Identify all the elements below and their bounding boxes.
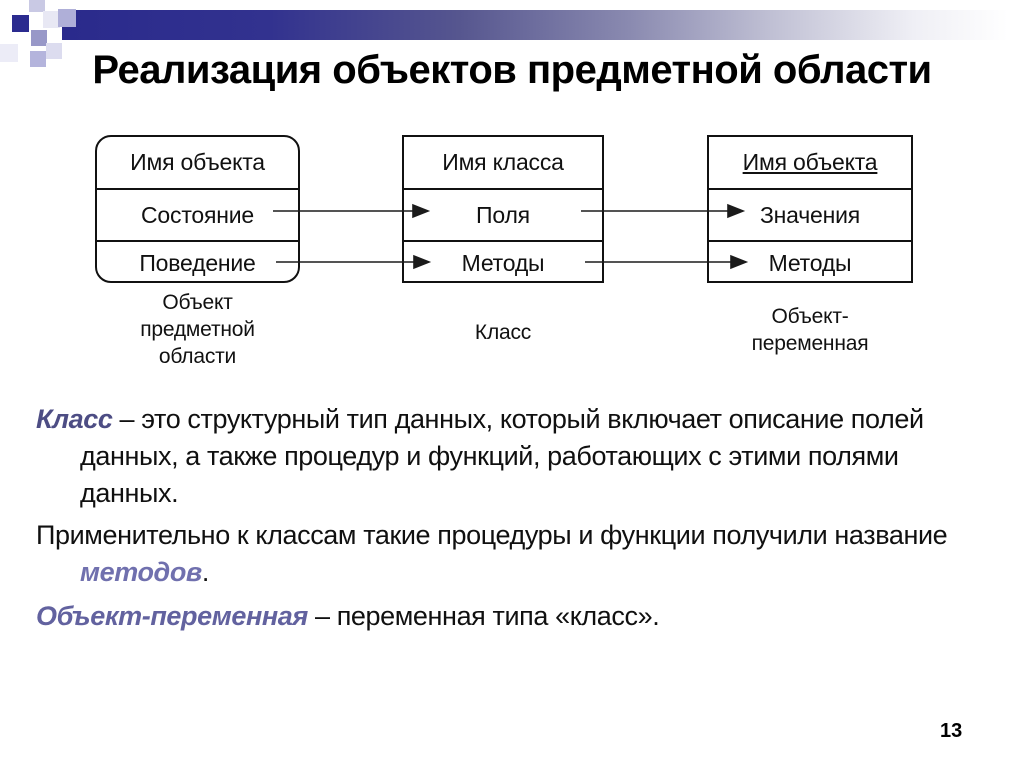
decor-square [12, 15, 29, 32]
paragraph-class-definition: Класс – это структурный тип данных, кото… [36, 401, 966, 512]
term-object-variable: Объект-переменная [36, 601, 308, 631]
caption-line: Объект- [771, 305, 849, 328]
caption-line: предметной [140, 318, 255, 341]
term-methods: методов [80, 557, 202, 587]
box-class: Имя класса Поля Методы [402, 135, 604, 283]
box-object-variable: Имя объекта Значения Методы [707, 135, 913, 283]
paragraph-object-variable: Объект-переменная – переменная типа «кла… [36, 598, 966, 635]
box-row-object-name: Имя объекта [130, 149, 265, 175]
box-domain-object: Имя объекта Состояние Поведение [95, 135, 300, 283]
caption-line: переменная [751, 332, 869, 355]
decor-square [43, 11, 60, 28]
paragraph-text: – это структурный тип данных, который вк… [80, 404, 924, 508]
decor-square [58, 9, 76, 27]
decor-square [46, 43, 62, 59]
box-row-behavior: Поведение [97, 240, 298, 285]
caption-domain-object: Объект предметной области [95, 289, 300, 370]
paragraph-text: Применительно к классам такие процедуры … [36, 520, 948, 550]
decor-square [29, 0, 45, 12]
box-row-state: Состояние [97, 188, 298, 240]
term-class: Класс [36, 404, 113, 434]
decor-square [0, 44, 18, 62]
box-row-object-name-underlined: Имя объекта [742, 149, 878, 175]
paragraph-text: – переменная типа «класс». [307, 601, 660, 631]
page-title: Реализация объектов предметной области [92, 48, 932, 92]
caption-line: Объект [162, 291, 233, 314]
box-row-methods: Методы [709, 240, 911, 285]
caption-class: Класс [402, 319, 604, 346]
paragraph-text: . [201, 557, 210, 587]
box-row-values: Значения [709, 188, 911, 240]
top-gradient-bar [62, 10, 1008, 40]
box-row-fields: Поля [404, 188, 602, 240]
caption-line: Класс [474, 321, 532, 344]
box-row-class-name: Имя класса [442, 149, 564, 175]
decor-square [31, 30, 47, 46]
definition-text: Класс – это структурный тип данных, кото… [36, 401, 966, 640]
paragraph-methods: Применительно к классам такие процедуры … [36, 517, 966, 591]
decor-square [30, 51, 46, 67]
page-number: 13 [940, 720, 963, 742]
box-row-methods: Методы [404, 240, 602, 285]
caption-line: области [158, 345, 237, 368]
caption-object-variable: Объект- переменная [707, 303, 913, 357]
